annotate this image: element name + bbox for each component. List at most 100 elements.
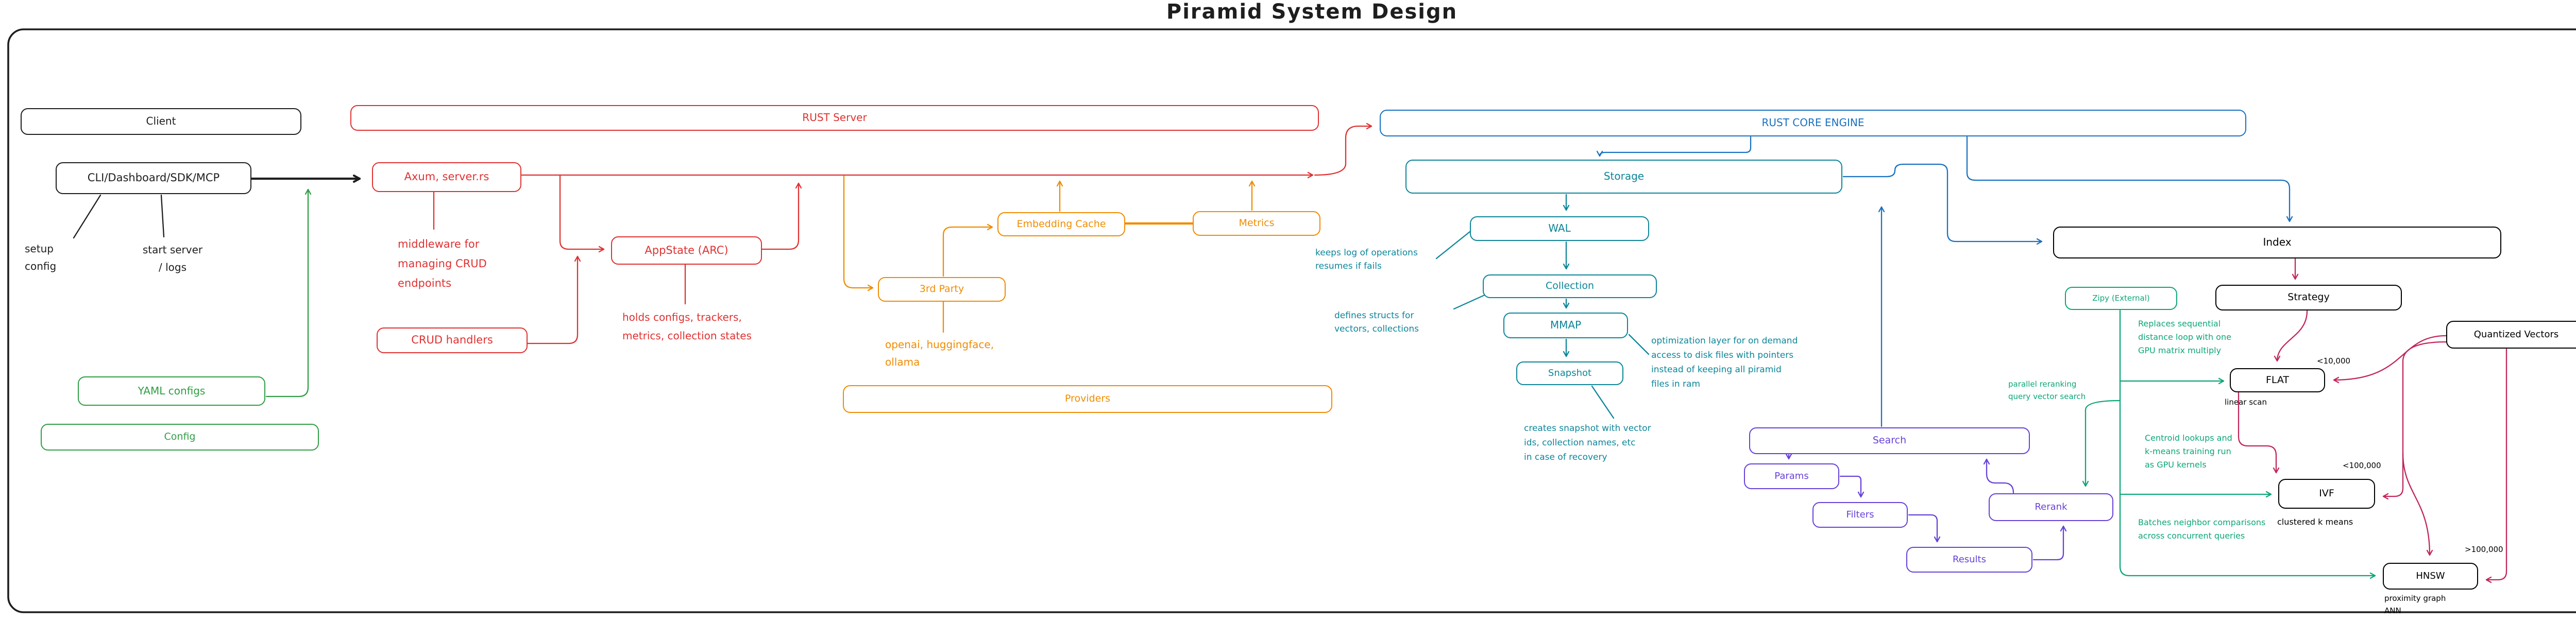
connector-wal-to-keeps-log-note [1435, 231, 1471, 260]
node-label-snapshot: Snapshot [1548, 367, 1592, 378]
connector-line-to-appstate [559, 174, 605, 253]
note-gt100000: >100,000 [2465, 545, 2503, 554]
connector-mmap-to-optimization-note [1628, 334, 1650, 355]
connector-strategy-to-flat [2274, 310, 2308, 362]
node-label-metrics: Metrics [1239, 217, 1275, 229]
note-keeps-log: keeps log of operations resumes if fails [1315, 248, 1418, 271]
node-params: Params [1744, 463, 1839, 489]
node-cli: CLI/Dashboard/SDK/MCP [56, 162, 251, 194]
node-label-appstate: AppState (ARC) [645, 244, 728, 256]
node-config: Config [41, 424, 319, 451]
connector-storage-to-index-left [1842, 163, 2043, 245]
node-label-crud-handlers: CRUD handlers [411, 334, 493, 346]
node-label-cli: CLI/Dashboard/SDK/MCP [87, 171, 220, 184]
node-label-params: Params [1774, 470, 1809, 481]
node-label-zipy: Zipy (External) [2092, 293, 2150, 303]
diagram-title: Piramid System Design [1166, 0, 1458, 24]
node-label-search: Search [1872, 435, 1907, 446]
connector-results-to-rerank [2032, 525, 2067, 561]
connector-zipy-to-rerank [2082, 400, 2121, 487]
connector-third-party-to-embedding-cache [942, 223, 993, 277]
node-label-embedding-cache: Embedding Cache [1016, 218, 1106, 230]
connector-cli-to-start-server [160, 194, 165, 238]
note-batches: Batches neighbor comparisons across conc… [2138, 517, 2266, 541]
node-snapshot: Snapshot [1516, 361, 1623, 385]
node-rust-core-engine: RUST CORE ENGINE [1380, 110, 2246, 136]
node-label-ivf: IVF [2319, 488, 2334, 499]
node-label-storage: Storage [1603, 170, 1645, 182]
node-label-yaml-configs: YAML configs [138, 384, 206, 397]
node-appstate: AppState (ARC) [611, 236, 762, 265]
node-label-axum: Axum, server.rs [404, 170, 489, 183]
connector-flat-to-ivf [2238, 392, 2280, 474]
note-start-server-logs: start server / logs [142, 244, 203, 273]
node-label-config: Config [164, 431, 196, 442]
connector-into-rust-core-engine [1314, 123, 1372, 176]
connector-core-to-index-top [1966, 136, 2293, 222]
note-centroid: Centroid lookups and k-means training ru… [2145, 433, 2232, 470]
note-proximity: proximity graph ANN [2384, 594, 2446, 615]
note-defines-structs: defines structs for vectors, collections [1334, 310, 1419, 334]
note-openai: openai, huggingface, ollama [885, 338, 994, 368]
node-ivf: IVF [2278, 479, 2375, 509]
node-quantized-vectors: Quantized Vectors [2446, 321, 2576, 349]
node-label-rust-server: RUST Server [802, 111, 867, 124]
node-label-mmap: MMAP [1550, 319, 1582, 331]
node-axum: Axum, server.rs [372, 162, 521, 192]
node-third-party: 3rd Party [878, 277, 1006, 302]
note-replaces-sequential: Replaces sequential distance loop with o… [2138, 319, 2231, 355]
node-client: Client [21, 108, 301, 135]
node-providers: Providers [843, 385, 1332, 413]
node-label-third-party: 3rd Party [919, 283, 964, 295]
node-storage: Storage [1405, 160, 1842, 194]
connector-to-hnsw-top [2402, 452, 2433, 556]
note-clustered-kmeans: clustered k means [2277, 517, 2353, 527]
node-search: Search [1749, 427, 2030, 454]
node-metrics: Metrics [1193, 211, 1320, 236]
note-middleware: middleware for managing CRUD endpoints [398, 238, 487, 289]
node-rust-server: RUST Server [350, 105, 1319, 131]
outer-frame [7, 28, 2576, 613]
connector-yaml-to-cli-arrow [265, 188, 312, 398]
node-hnsw: HNSW [2383, 563, 2478, 590]
note-optimization: optimization layer for on demand access … [1651, 336, 1798, 389]
node-label-client: Client [146, 115, 176, 127]
connector-crud-to-appstate-line [527, 255, 581, 344]
node-crud-handlers: CRUD handlers [377, 327, 528, 353]
connector-quantized-to-flat [2333, 335, 2447, 384]
node-label-hnsw: HNSW [2416, 570, 2445, 581]
note-parallel-reranking: parallel reranking query vector search [2008, 379, 2086, 401]
node-yaml-configs: YAML configs [78, 376, 265, 406]
node-label-strategy: Strategy [2287, 291, 2330, 303]
node-zipy: Zipy (External) [2065, 287, 2177, 310]
connector-params-to-filters [1839, 475, 1865, 498]
connector-quantized-to-hnsw [2485, 348, 2507, 583]
connector-line-to-third-party [843, 175, 874, 291]
note-setup-config: setup config [25, 243, 57, 272]
node-label-rust-core-engine: RUST CORE ENGINE [1761, 116, 1865, 129]
node-strategy: Strategy [2215, 285, 2402, 310]
node-label-providers: Providers [1064, 393, 1111, 404]
node-flat: FLAT [2230, 368, 2325, 392]
connector-core-to-storage [1596, 136, 1752, 157]
connector-snapshot-to-creates-note [1591, 385, 1615, 419]
connector-cli-to-setup-config [73, 194, 101, 239]
connector-appstate-to-main-line [761, 182, 802, 250]
node-wal: WAL [1470, 216, 1649, 241]
node-index: Index [2053, 227, 2501, 258]
node-collection: Collection [1483, 274, 1657, 298]
node-label-rerank: Rerank [2035, 501, 2067, 512]
node-embedding-cache: Embedding Cache [997, 212, 1125, 236]
node-label-flat: FLAT [2265, 374, 2290, 386]
node-label-collection: Collection [1546, 280, 1594, 291]
node-results: Results [1906, 547, 2032, 573]
node-filters: Filters [1812, 502, 1908, 528]
note-linear-scan: linear scan [2225, 398, 2267, 407]
connector-zipy-to-hnsw [2119, 309, 2376, 579]
connector-quantized-to-ivf [2382, 341, 2447, 500]
node-mmap: MMAP [1503, 313, 1628, 338]
node-label-quantized-vectors: Quantized Vectors [2473, 329, 2559, 340]
note-creates-snapshot: creates snapshot with vector ids, collec… [1524, 423, 1651, 462]
